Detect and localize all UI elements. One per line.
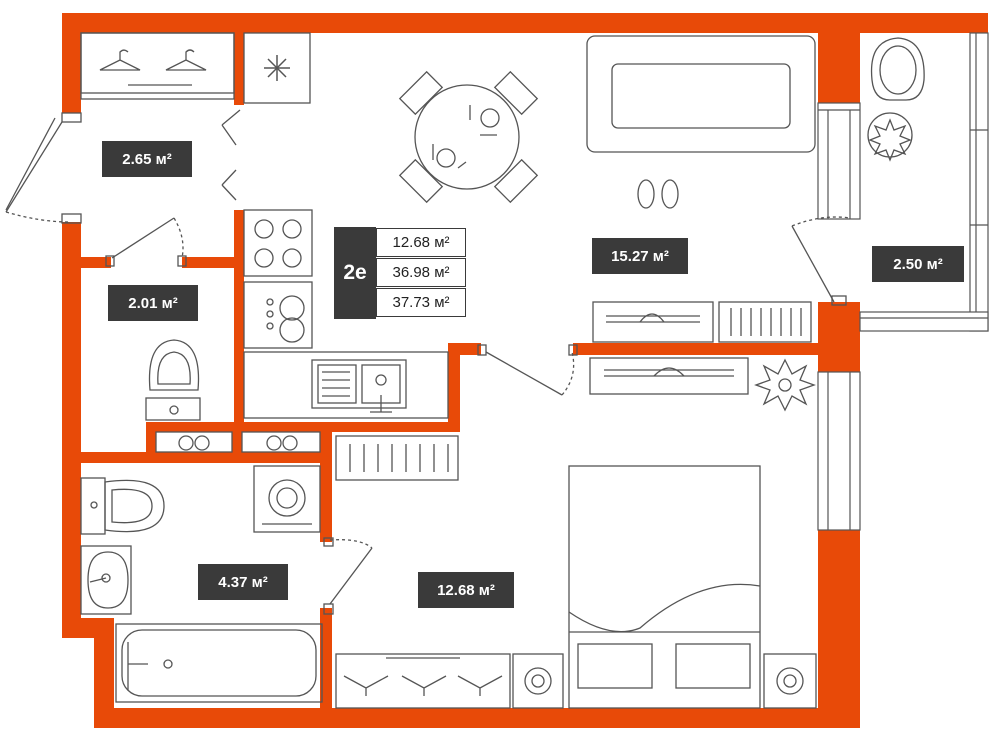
room-area-bedroom: 12.68 м² [418,572,514,608]
total-area: 36.98 м² [376,258,466,287]
apartment-type: 2е [334,227,376,319]
windows [817,32,989,531]
snowflake-icon [264,55,290,81]
walls [62,13,988,728]
room-area-hallway: 2.65 м² [102,141,192,177]
plant-icon [754,118,912,412]
living-area: 12.68 м² [376,228,466,257]
room-area-bathroom: 4.37 м² [198,564,288,600]
room-area-toilet: 2.01 м² [108,285,198,321]
room-area-kitchen-living: 15.27 м² [592,238,688,274]
area-summary: 2е 12.68 м² 36.98 м² 37.73 м² [334,227,468,319]
furniture [5,32,925,709]
total-area-with-balcony: 37.73 м² [376,288,466,317]
room-area-balcony: 2.50 м² [872,246,964,282]
